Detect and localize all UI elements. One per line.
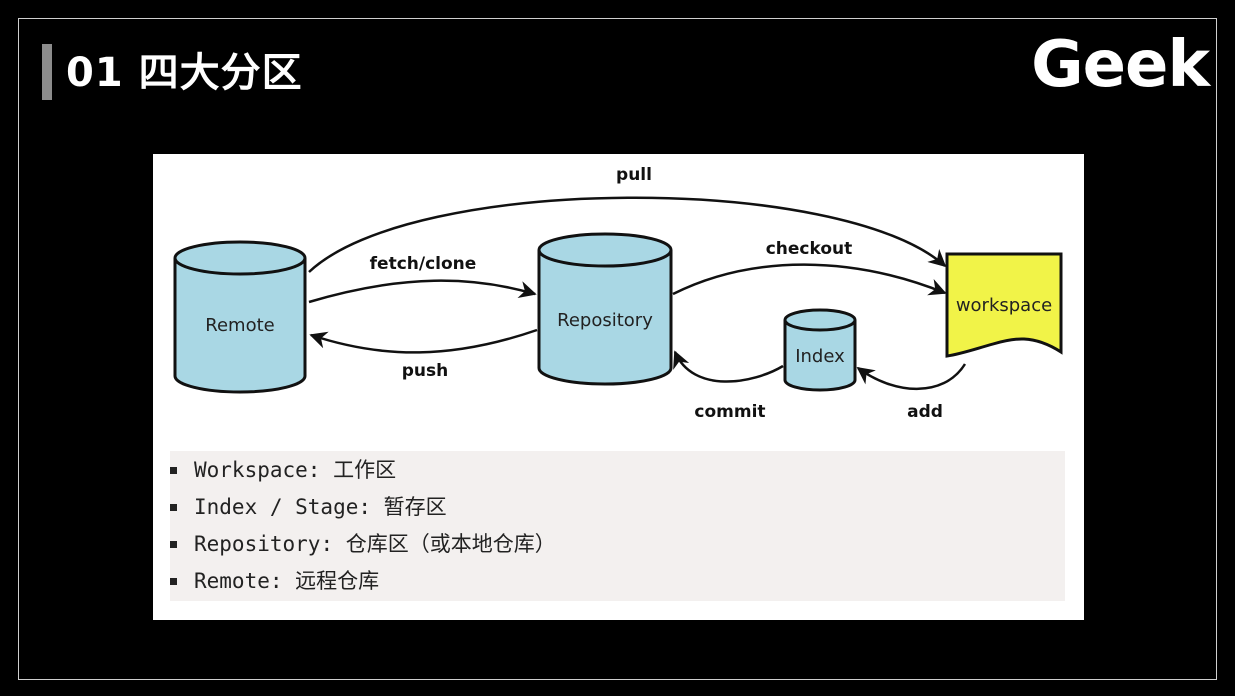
legend-term-line: Index / Stage: 暂存区 — [194, 491, 447, 523]
commit-arrow — [673, 350, 784, 383]
legend-sep: : — [358, 495, 384, 519]
legend-item: Remote: 远程仓库 — [170, 565, 1050, 597]
fetch-clone-arrow — [308, 279, 537, 304]
legend-desc: 暂存区 — [383, 495, 447, 519]
add-arrow — [856, 363, 967, 391]
fetch-clone-label: fetch/clone — [370, 254, 477, 274]
commit-label: commit — [694, 402, 765, 422]
legend-item: Workspace: 工作区 — [170, 454, 1050, 486]
legend-term: Workspace — [194, 458, 308, 482]
legend-sep: : — [320, 532, 346, 556]
slide-title: 01 四大分区 — [66, 50, 303, 96]
bullet-icon — [170, 578, 177, 585]
areas-legend: Workspace: 工作区 Index / Stage: 暂存区 Reposi… — [170, 451, 1065, 601]
pull-label: pull — [616, 165, 652, 185]
repository-label: Repository — [557, 310, 653, 331]
geek-logo: Geek — [1031, 28, 1210, 102]
bullet-icon — [170, 541, 177, 548]
legend-sep: : — [307, 458, 334, 482]
legend-term-line: Workspace: 工作区 — [194, 454, 396, 486]
legend-item: Index / Stage: 暂存区 — [170, 491, 1050, 523]
legend-desc: 工作区 — [333, 458, 397, 482]
legend-term: Remote — [194, 569, 270, 593]
legend-desc: 仓库区（或本地仓库） — [345, 532, 556, 556]
legend-term-line: Remote: 远程仓库 — [194, 565, 379, 597]
slide-frame — [18, 18, 1217, 680]
legend-desc: 远程仓库 — [295, 569, 380, 593]
index-label: Index — [795, 346, 845, 367]
push-arrow — [309, 328, 538, 354]
workspace-node: workspace — [945, 252, 1063, 358]
checkout-label: checkout — [766, 239, 853, 259]
pull-arrow — [308, 196, 947, 273]
legend-term: Repository — [194, 532, 321, 556]
remote-node: Remote — [173, 240, 307, 394]
repository-node: Repository — [537, 232, 673, 386]
checkout-arrow — [672, 263, 947, 296]
add-label: add — [907, 402, 943, 422]
workspace-label: workspace — [956, 295, 1052, 316]
legend-sep: : — [269, 569, 296, 593]
figure-panel: Remote Repository Index workspace pull f… — [153, 154, 1084, 620]
index-node: Index — [783, 308, 857, 392]
bullet-icon — [170, 467, 177, 474]
git-areas-diagram: Remote Repository Index workspace pull f… — [173, 165, 1063, 422]
bullet-icon — [170, 504, 177, 511]
legend-item: Repository: 仓库区（或本地仓库） — [170, 528, 1050, 560]
push-label: push — [402, 361, 449, 381]
remote-label: Remote — [205, 315, 274, 336]
title-accent-bar — [42, 44, 52, 100]
legend-term: Index / Stage — [194, 495, 359, 519]
legend-term-line: Repository: 仓库区（或本地仓库） — [194, 528, 556, 560]
